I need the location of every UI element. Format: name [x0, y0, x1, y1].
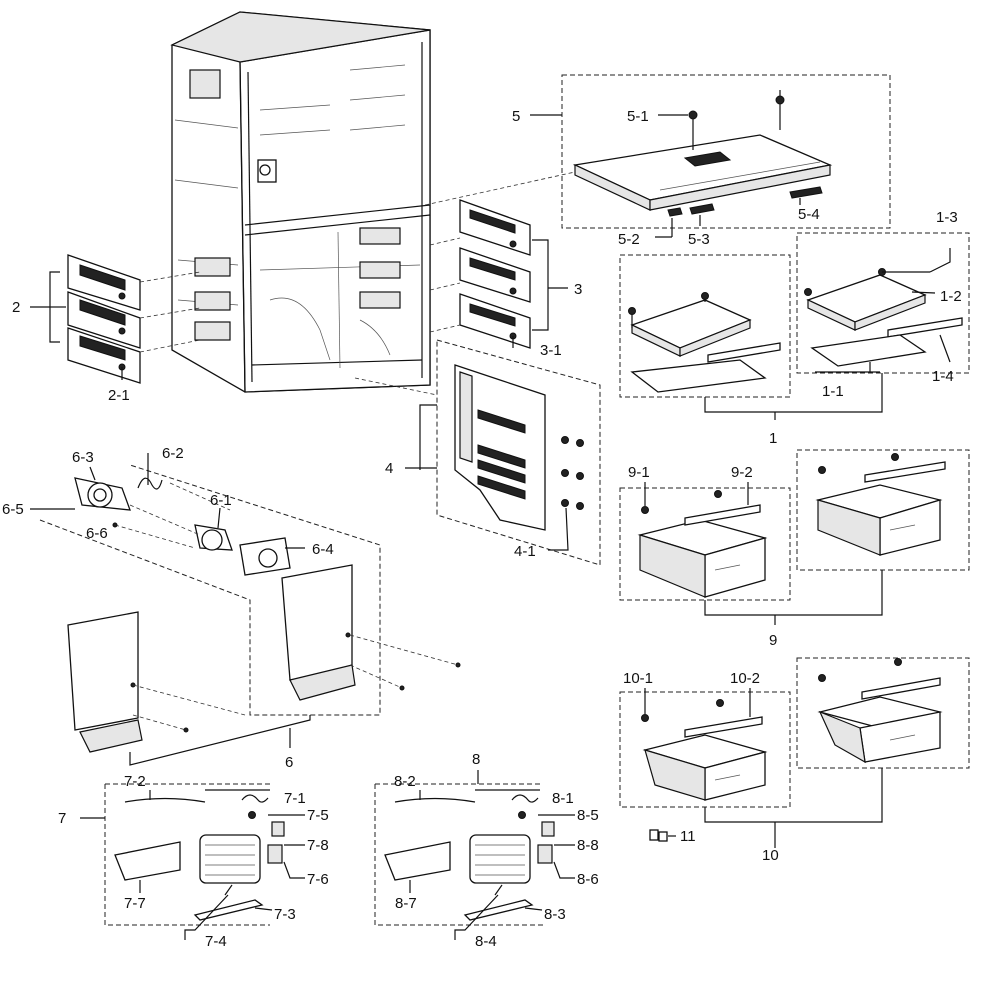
callout-7-3: 7-3 [274, 906, 296, 923]
right-rail-assembly [429, 199, 568, 349]
callout-8-5: 8-5 [577, 807, 599, 824]
callout-6-6: 6-6 [86, 525, 108, 542]
callout-7-1: 7-1 [284, 790, 306, 807]
callout-1-2: 1-2 [940, 288, 962, 305]
callout-8: 8 [472, 751, 480, 768]
left-rail-assembly [30, 254, 201, 384]
callout-3-1: 3-1 [540, 342, 562, 359]
callout-8-8: 8-8 [577, 837, 599, 854]
callout-7-7: 7-7 [124, 895, 146, 912]
callout-10: 10 [762, 847, 779, 864]
callout-5-2: 5-2 [618, 231, 640, 248]
callout-5: 5 [512, 108, 520, 125]
callout-7-6: 7-6 [307, 871, 329, 888]
component-set-8 [374, 770, 575, 940]
evaporator-cover-assembly [30, 453, 461, 766]
callout-1: 1 [769, 430, 777, 447]
callout-labels: 1 1-1 1-2 1-3 1-4 2 2-1 3 3-1 4 4-1 5 5-… [2, 108, 962, 950]
callout-6-2: 6-2 [162, 445, 184, 462]
callout-5-1: 5-1 [627, 108, 649, 125]
clip-part-11 [649, 829, 676, 842]
callout-1-3: 1-3 [936, 209, 958, 226]
top-cover-assembly [424, 74, 891, 238]
callout-7-5: 7-5 [307, 807, 329, 824]
callout-10-2: 10-2 [730, 670, 760, 687]
callout-5-3: 5-3 [688, 231, 710, 248]
refrigerator-cabinet [170, 11, 431, 393]
callout-8-3: 8-3 [544, 906, 566, 923]
callout-1-4: 1-4 [932, 368, 954, 385]
callout-8-4: 8-4 [475, 933, 497, 950]
callout-3: 3 [574, 281, 582, 298]
callout-8-6: 8-6 [577, 871, 599, 888]
drawer-assembly-10 [619, 657, 970, 848]
drawer-assembly-9 [619, 449, 970, 625]
callout-9-2: 9-2 [731, 464, 753, 481]
door-rail-assembly [354, 339, 601, 566]
callout-9: 9 [769, 632, 777, 649]
callout-5-4: 5-4 [798, 206, 820, 223]
callout-6-3: 6-3 [72, 449, 94, 466]
callout-9-1: 9-1 [628, 464, 650, 481]
shelf-assembly [619, 232, 970, 420]
callout-7: 7 [58, 810, 66, 827]
callout-8-1: 8-1 [552, 790, 574, 807]
callout-4-1: 4-1 [514, 543, 536, 560]
callout-2-1: 2-1 [108, 387, 130, 404]
callout-2: 2 [12, 299, 20, 316]
callout-6: 6 [285, 754, 293, 771]
callout-10-1: 10-1 [623, 670, 653, 687]
callout-8-2: 8-2 [394, 773, 416, 790]
callout-8-7: 8-7 [395, 895, 417, 912]
callout-7-2: 7-2 [124, 773, 146, 790]
callout-4: 4 [385, 460, 393, 477]
component-set-7 [80, 783, 305, 940]
callout-11: 11 [680, 828, 696, 845]
callout-1-1: 1-1 [822, 383, 844, 400]
callout-6-5: 6-5 [2, 501, 24, 518]
callout-6-4: 6-4 [312, 541, 334, 558]
callout-7-8: 7-8 [307, 837, 329, 854]
callout-6-1: 6-1 [210, 492, 232, 509]
callout-7-4: 7-4 [205, 933, 227, 950]
